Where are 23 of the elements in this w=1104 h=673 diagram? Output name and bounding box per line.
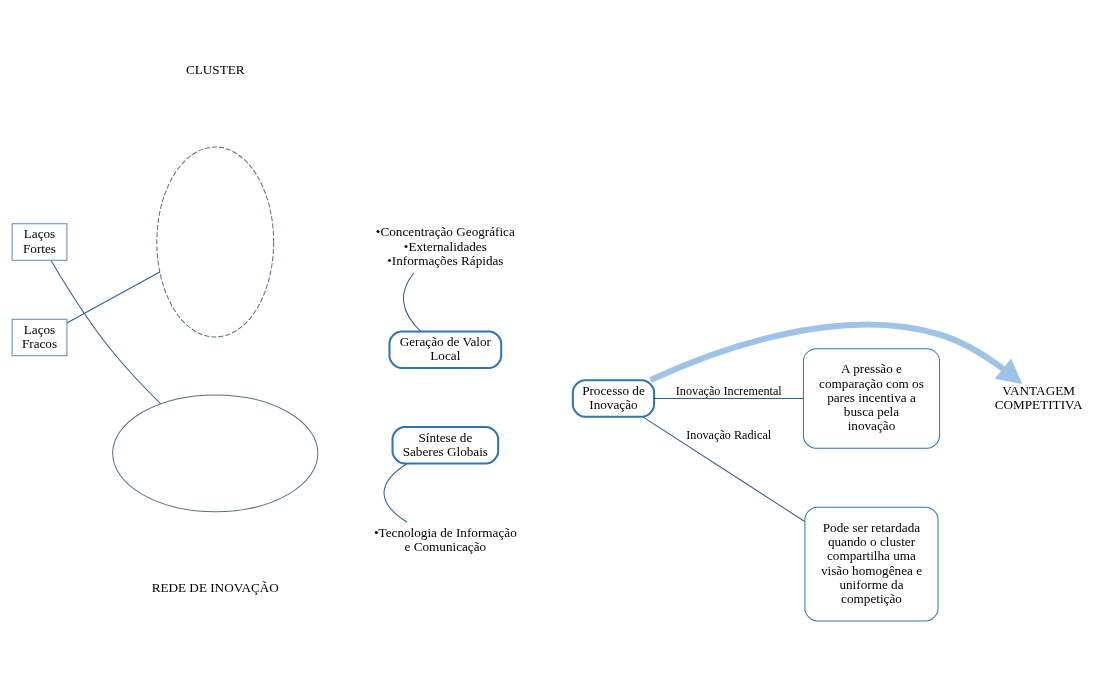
node-box: A pressão e comparação com os pares incentiva a busca pela inovação bbox=[802, 348, 941, 449]
node-text: •Tecnologia de Informação e Comunicação bbox=[373, 525, 517, 555]
node-ellipse bbox=[112, 394, 319, 513]
node-text: •Concentração Geográfica •Externalidades •Informações Rápidas bbox=[375, 224, 515, 268]
node-box: Laços Fracos bbox=[11, 318, 68, 357]
node-text: VANTAGEM COMPETITIVA bbox=[994, 382, 1083, 413]
edge-label: Inovação Incremental bbox=[675, 384, 782, 399]
label: CLUSTER bbox=[185, 61, 245, 77]
connector bbox=[66, 271, 161, 324]
edge-label: Inovação Radical bbox=[686, 427, 772, 442]
node-ellipse bbox=[156, 146, 275, 338]
arrow bbox=[649, 321, 1023, 385]
label: REDE DE INOVAÇÃO bbox=[151, 579, 279, 595]
node-box: Laços Fortes bbox=[11, 223, 68, 261]
connector bbox=[653, 397, 804, 399]
node-box: Geração de Valor Local bbox=[388, 330, 503, 369]
node-box: Processo de Inovação bbox=[571, 379, 656, 418]
connector bbox=[50, 260, 162, 405]
node-box: Pode ser retardada quando o cluster compartilha uma visão homogênea e uniforme da competição bbox=[804, 506, 939, 622]
connector bbox=[642, 416, 806, 523]
connector bbox=[383, 463, 408, 523]
node-box: Síntese de Saberes Globais bbox=[391, 425, 500, 465]
connector bbox=[402, 272, 422, 332]
